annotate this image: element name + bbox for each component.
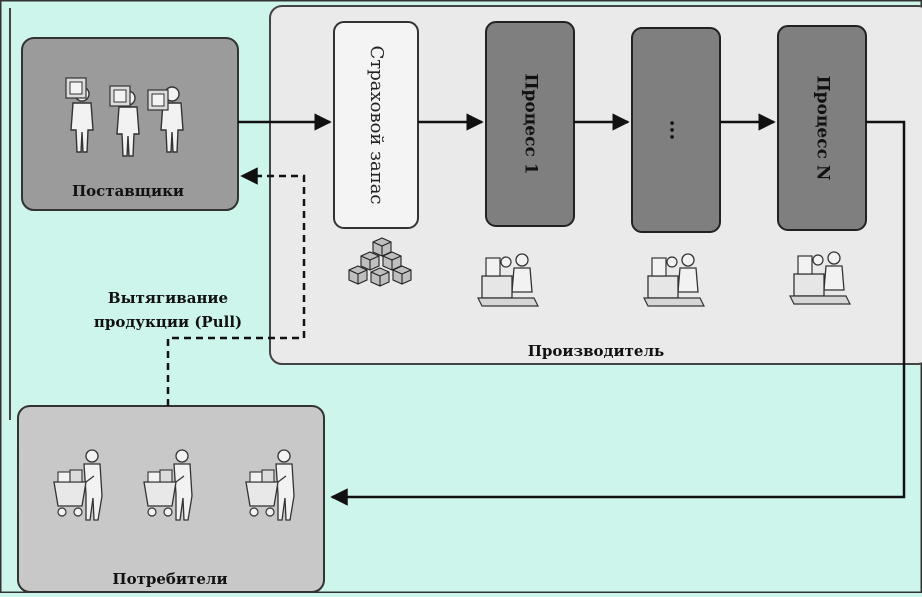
arrow-pull-consumers-to-suppliers <box>166 167 306 406</box>
safety-stock-box <box>333 21 419 229</box>
process-1-box <box>485 21 575 227</box>
process-dots-box <box>631 27 721 233</box>
pull-label-line-2: продукции (Pull) <box>94 313 242 331</box>
suppliers-label: Поставщики <box>72 182 184 200</box>
process-n-box <box>777 25 867 231</box>
pull-label-line-1: Вытягивание <box>108 289 228 307</box>
process-dots-label: ... <box>666 120 690 141</box>
manufacturer-label: Производитель <box>528 342 665 360</box>
consumers-label: Потребители <box>112 570 227 588</box>
process-n-label: Процесс N <box>813 76 833 181</box>
arrow-process-n-to-consumers <box>330 120 906 506</box>
process-1-label: Процесс 1 <box>521 73 541 174</box>
safety-stock-label: Страховой запас <box>366 45 387 204</box>
manufacturer-panel <box>269 5 922 365</box>
